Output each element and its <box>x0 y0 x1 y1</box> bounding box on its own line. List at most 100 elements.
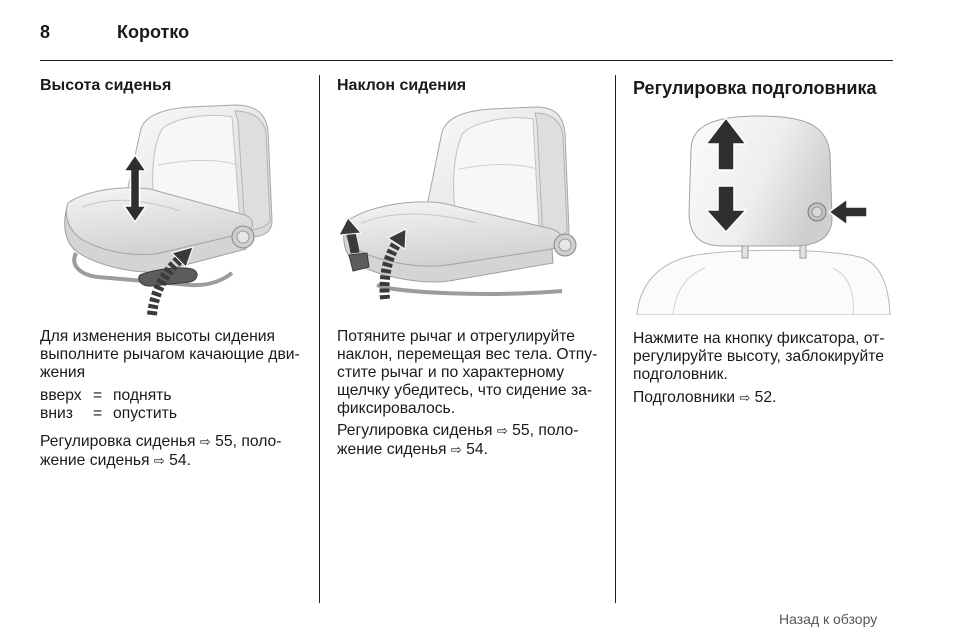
headrest-release-button <box>807 202 827 222</box>
direction-definitions: вверх = поднять вниз = опустить <box>40 387 302 423</box>
pump-arrow-head <box>171 246 194 268</box>
lever-pull-arrow-icon <box>338 217 363 254</box>
instruction-line: выполните рычагом качающие дви- <box>40 346 300 363</box>
seat-back-top <box>636 249 891 315</box>
press-button-arrow-icon <box>827 197 868 227</box>
headrest-heading: Регулировка подголовника <box>633 78 877 98</box>
recline-knob <box>553 233 577 257</box>
lever-arrow-shaft <box>346 232 360 254</box>
page-reference-arrow-icon: ⇨ <box>739 391 751 406</box>
seat-tilt-illustration <box>338 106 577 300</box>
page-reference-arrow-icon: ⇨ <box>199 435 211 450</box>
instruction-line: стите рычаг и по характерному <box>337 364 565 381</box>
lever-arrow-head <box>338 217 363 236</box>
page-reference-number: 54 <box>169 452 187 469</box>
instruction-line: Потяните рычаг и отрегулируйте <box>337 328 575 345</box>
page-reference-number: 55 <box>215 433 233 450</box>
definition-meaning: поднять <box>113 387 172 404</box>
reference-line: Регулировка сиденья ⇨ 55, поло- <box>40 433 302 452</box>
reference-text: Регулировка сиденья <box>40 433 196 450</box>
definition-term: вниз <box>40 405 73 422</box>
seat-height-illustration <box>64 104 273 316</box>
seat-back-seam <box>832 267 854 315</box>
instruction-line: подголовник. <box>633 366 728 383</box>
seat-cushion <box>343 201 563 283</box>
seat-tilt-instructions: Потяните рычаг и отрегулируйте наклон, п… <box>337 328 599 418</box>
seat-tilt-references: Регулировка сиденья ⇨ 55, поло- жение си… <box>337 422 599 460</box>
tilt-arrow-shaft <box>379 240 402 300</box>
reference-text: Подголовники <box>633 389 736 406</box>
page-reference-link[interactable]: ⇨ 55 <box>200 433 233 450</box>
column-divider <box>319 75 320 603</box>
definition-term: вверх <box>40 387 82 404</box>
page-reference-link[interactable]: ⇨ 52 <box>739 389 772 406</box>
seat-height-section: Высота сиденья <box>40 0 302 638</box>
page-reference-link[interactable]: ⇨ 55 <box>497 422 530 439</box>
instruction-line: фиксировалось. <box>337 400 456 417</box>
cushion-seam <box>360 213 478 224</box>
tilt-lever-handle <box>348 252 370 272</box>
headrest-references: Подголовники ⇨ 52. <box>633 389 895 408</box>
reference-line: жение сиденья ⇨ 54. <box>40 452 302 471</box>
page-reference-arrow-icon: ⇨ <box>153 454 165 469</box>
seat-back-seam <box>672 267 706 315</box>
headrest-section: Регулировка подголовника <box>633 0 895 638</box>
headrest-down-arrow-icon <box>704 185 748 234</box>
header-rule <box>40 60 893 61</box>
backrest-seam <box>157 160 239 166</box>
headrest-instructions: Нажмите на кнопку фиксатора, от- регулир… <box>633 330 895 384</box>
seat-height-references: Регулировка сиденья ⇨ 55, поло- жение си… <box>40 433 302 471</box>
headrest-text: Нажмите на кнопку фиксатора, от- регулир… <box>633 330 895 408</box>
back-to-overview-link[interactable]: Назад к обзору <box>779 611 878 627</box>
page-reference-number: 54 <box>466 441 484 458</box>
knob-inner <box>558 238 572 252</box>
page-reference-link[interactable]: ⇨ 54 <box>154 452 187 469</box>
recline-knob <box>231 225 255 249</box>
reference-trailing-text: . <box>483 441 488 458</box>
reference-trailing-text: , поло- <box>529 422 579 439</box>
pump-motion-arrow-icon <box>147 246 194 316</box>
seat-back-outline <box>636 249 891 315</box>
seat-tilt-heading: Наклон сидения <box>337 77 467 94</box>
up-down-arrow-icon <box>122 153 148 224</box>
page-reference-link[interactable]: ⇨ 54 <box>451 441 484 458</box>
reference-text: жение сиденья <box>40 452 150 469</box>
page-number: 8 <box>40 22 51 42</box>
page-reference-arrow-icon: ⇨ <box>450 443 462 458</box>
reference-trailing-text: . <box>772 389 777 406</box>
instruction-line: жения <box>40 364 86 381</box>
column-divider <box>615 75 616 603</box>
reference-line: Подголовники ⇨ 52. <box>633 389 895 408</box>
instruction-line: Для изменения высоты сидения <box>40 328 275 345</box>
backrest-seam <box>458 164 538 170</box>
instruction-line: Нажмите на кнопку фиксатора, от- <box>633 330 885 347</box>
seat-rail <box>376 283 563 296</box>
reference-text: жение сиденья <box>337 441 447 458</box>
definition-separator: = <box>93 387 103 404</box>
tilt-arrow-head <box>386 228 407 250</box>
page-reference-arrow-icon: ⇨ <box>496 424 508 439</box>
definition-separator: = <box>93 405 103 422</box>
definition-meaning: опустить <box>113 405 178 422</box>
seat-tilt-section: Наклон сидения <box>337 0 599 638</box>
page-reference-number: 55 <box>512 422 530 439</box>
cushion-seam <box>81 199 181 212</box>
instruction-line: наклон, перемещая вес тела. Отпу- <box>337 346 598 363</box>
instruction-line: регулируйте высоту, заблокируйте <box>633 348 884 365</box>
reference-text: Регулировка сиденья <box>337 422 493 439</box>
seat-tilt-text: Потяните рычаг и отрегулируйте наклон, п… <box>337 328 599 460</box>
knob-inner <box>236 230 250 244</box>
instruction-line: щелчку убедитесь, что сидение за- <box>337 382 593 399</box>
reference-line: жение сиденья ⇨ 54. <box>337 441 599 460</box>
section-title: Коротко <box>117 22 190 42</box>
reference-trailing-text: . <box>186 452 191 469</box>
release-button-inner <box>811 206 823 218</box>
tilt-motion-arrow-icon <box>379 228 407 300</box>
headrest <box>688 115 833 247</box>
reference-line: Регулировка сиденья ⇨ 55, поло- <box>337 422 599 441</box>
definition-row-down: вниз = опустить <box>40 405 302 423</box>
headrest-adjustment-illustration <box>636 115 891 315</box>
headrest-up-arrow-icon <box>704 116 748 171</box>
seat-height-heading: Высота сиденья <box>40 77 172 94</box>
